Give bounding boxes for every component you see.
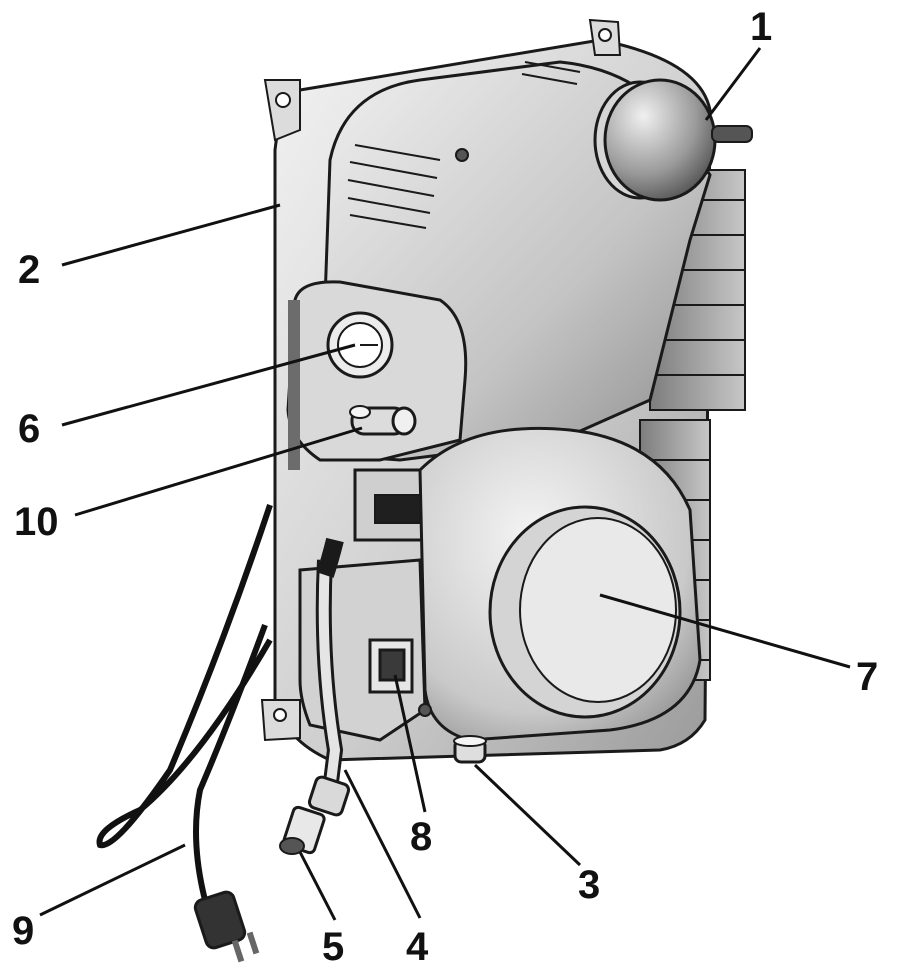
callout-labels: 1 2 3 4 5 6 7 8 9 10 [12,5,878,969]
leader-10 [74,426,363,517]
top-vent [521,61,581,85]
leader-7 [599,593,851,669]
callout-7: 7 [856,655,878,699]
vent-grille [347,144,441,229]
callout-10: 10 [14,500,59,544]
leader-2 [61,203,281,267]
callout-9: 9 [12,909,34,953]
hose [315,537,344,791]
leader-3 [473,763,582,867]
callout-5: 5 [322,925,344,969]
callout-2: 2 [18,248,40,292]
blower-housing [418,426,702,742]
power-cord [96,504,273,901]
callout-8: 8 [410,815,432,859]
power-switch [368,638,414,694]
leader-5 [298,851,337,921]
thermostat-knob [349,405,417,436]
callout-3: 3 [578,863,600,907]
leader-8 [393,674,427,813]
leader-1 [704,47,762,121]
callout-4: 4 [406,925,429,969]
leader-4 [343,769,422,919]
power-plug [193,890,260,963]
drain-valve [453,735,487,764]
hose-coupling [279,775,351,855]
indicator-gauge [326,311,394,379]
callout-6: 6 [18,407,40,451]
leader-lines [39,47,851,921]
leader-9 [39,843,186,917]
callout-1: 1 [750,5,772,49]
leader-6 [61,343,356,427]
filler-cap [593,78,753,202]
